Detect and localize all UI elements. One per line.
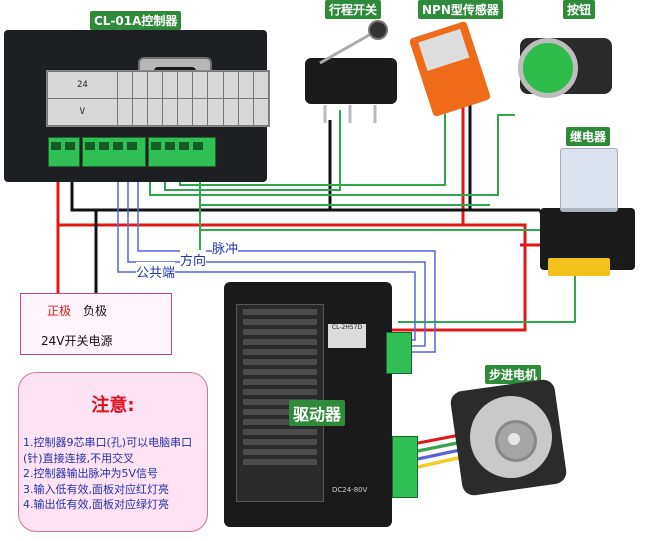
driver-signal-terminal: [386, 332, 412, 374]
notice-title: 注意:: [91, 395, 135, 416]
pulse-label: 脉冲: [212, 238, 239, 257]
psu-name: 24V开关电源: [41, 334, 113, 348]
push-button-cap: [518, 38, 578, 98]
limit-switch-label: 行程开关: [325, 0, 382, 19]
relay-socket-clip: [548, 258, 610, 276]
notice-item-3: 3.输入低有效,面板对应红灯亮: [23, 482, 169, 496]
stepper-motor-shaft: [508, 433, 520, 445]
controller-power-terminal: [48, 137, 80, 167]
button-label: 按钮: [563, 0, 596, 19]
controller-voltage-top: 24: [47, 71, 118, 99]
controller-voltage-bottom: V: [47, 98, 118, 126]
notice-box: 注意: 1.控制器9芯串口(孔)可以电脑串口(针)直接连接,不用交叉 2.控制器…: [18, 372, 208, 532]
notice-item-2: 2.控制器输出脉冲为5V信号: [23, 467, 159, 480]
npn-sensor-label: NPN型传感器: [418, 0, 503, 19]
relay-module: [560, 148, 618, 212]
limit-switch: [305, 58, 397, 104]
common-label: 公共端: [136, 262, 176, 281]
driver-label: 驱动器: [289, 400, 346, 426]
stepper-motor-label: 步进电机: [485, 365, 542, 384]
psu-positive-label: 正极: [47, 304, 72, 318]
controller-signal-terminal: [82, 137, 146, 167]
driver-power-rating: DC24-80V: [332, 486, 368, 494]
controller-label: CL-01A控制器: [90, 11, 182, 30]
wire-black-negative: [70, 100, 550, 293]
direction-label: 方向: [180, 250, 207, 269]
psu-negative-label: 负极: [83, 304, 108, 318]
notice-item-1: 1.控制器9芯串口(孔)可以电脑串口(针)直接连接,不用交叉: [23, 436, 193, 465]
driver-model: CL-2H57D: [328, 324, 366, 348]
controller-io-terminal: [148, 137, 216, 167]
relay-label: 继电器: [566, 127, 611, 146]
limit-switch-lever: [319, 20, 388, 123]
notice-item-4: 4.输出低有效,面板对应绿灯亮: [23, 498, 169, 511]
controller-terminal-panel: 24 V: [46, 70, 270, 127]
power-supply-box: 正极 负极 24V开关电源: [20, 293, 172, 355]
driver-motor-terminal: [392, 436, 418, 498]
notice-list: 1.控制器9芯串口(孔)可以电脑串口(针)直接连接,不用交叉 2.控制器输出脉冲…: [19, 435, 207, 513]
